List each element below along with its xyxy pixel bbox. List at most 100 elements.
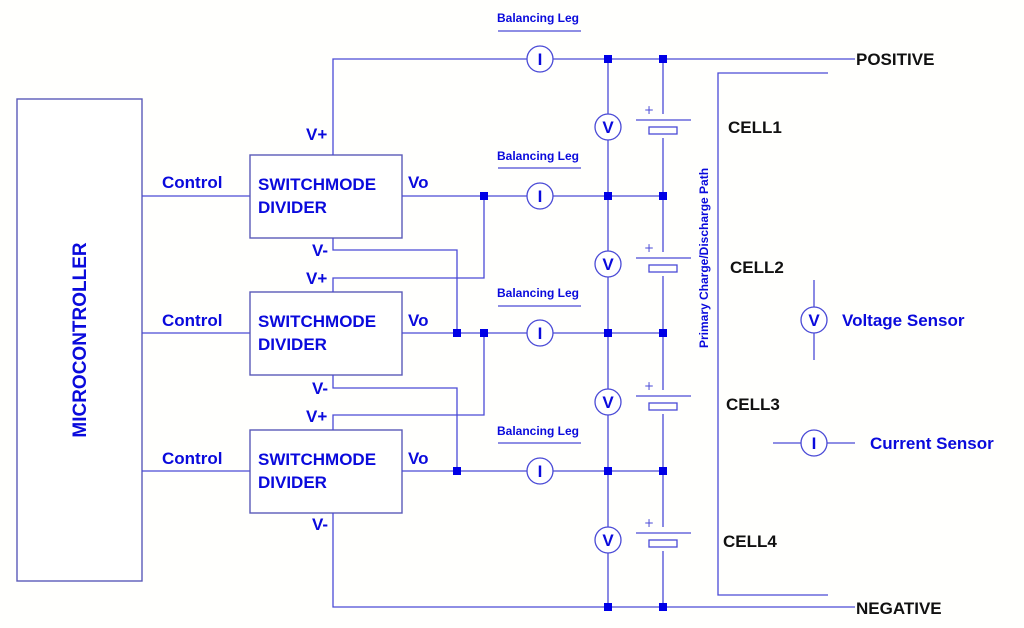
current-sensor-icon (800, 429, 828, 457)
current-meter-2: I (526, 182, 554, 210)
switchmode-divider-2: SWITCHMODE DIVIDER Control Vo V+ V- (162, 269, 428, 398)
junction-node (604, 55, 612, 63)
junction-node (659, 192, 667, 200)
voltage-meter-symbol: V (602, 531, 614, 550)
junction-nodes (453, 55, 667, 611)
control-label: Control (162, 173, 222, 192)
legend-current-sensor-label: Current Sensor (870, 434, 994, 453)
voltage-meter-4: V (594, 526, 622, 554)
voltage-meter-symbol: V (602, 255, 614, 274)
divider3-vminus-wire (332, 513, 855, 608)
voltage-meter-2: V (594, 250, 622, 278)
junction-node (604, 192, 612, 200)
voltage-meter-circle (594, 113, 622, 141)
cell-label-2: CELL2 (730, 258, 784, 277)
divider-title-line1: SWITCHMODE (258, 312, 376, 331)
divider2-vplus-wire (332, 196, 485, 292)
junction-node (659, 603, 667, 611)
divider-title-line1: SWITCHMODE (258, 450, 376, 469)
cell-negative-plate (648, 539, 678, 548)
legend-voltage-sensor-label: Voltage Sensor (842, 311, 965, 330)
battery-cell-1: + (636, 103, 691, 138)
junction-node (659, 55, 667, 63)
microcontroller-label: MICROCONTROLLER (70, 242, 91, 438)
divider-title-line2: DIVIDER (258, 198, 327, 217)
control-label: Control (162, 449, 222, 468)
current-meter-symbol: I (538, 324, 543, 343)
divider2-vminus-wire (332, 375, 458, 471)
current-meter-4: I (526, 457, 554, 485)
battery-cell-4: + (636, 516, 691, 551)
voltage-meter-symbol: V (602, 393, 614, 412)
current-meter-symbol: I (812, 434, 817, 453)
vminus-label: V- (312, 515, 328, 534)
vo-label: Vo (408, 311, 428, 330)
control-label: Control (162, 311, 222, 330)
current-meter-circle (526, 457, 554, 485)
voltage-meter-circle (594, 250, 622, 278)
legend-voltage-sensor: V Voltage Sensor (800, 280, 965, 360)
balancing-leg-label: Balancing Leg (497, 149, 579, 163)
cell-plus-sign: + (644, 516, 654, 530)
cell-negative-plate (648, 264, 678, 273)
current-meter-circle (526, 319, 554, 347)
junction-node (604, 467, 612, 475)
divider1-vplus-wire (332, 58, 527, 155)
balancing-leg-label: Balancing Leg (497, 286, 579, 300)
junction-node (604, 329, 612, 337)
positive-rail-label: POSITIVE (856, 50, 934, 69)
junction-node (659, 329, 667, 337)
junction-node (480, 192, 488, 200)
divider-box (249, 429, 403, 514)
balancing-leg-label: Balancing Leg (497, 424, 579, 438)
current-meter-symbol: I (538, 187, 543, 206)
primary-path-label: Primary Charge/Discharge Path (697, 168, 711, 348)
junction-node (480, 329, 488, 337)
vminus-label: V- (312, 241, 328, 260)
balancing-leg-labels: Balancing Leg Balancing Leg Balancing Le… (497, 11, 581, 444)
cell-plus-sign: + (644, 241, 654, 255)
vminus-label: V- (312, 379, 328, 398)
current-meter-circle (526, 182, 554, 210)
balancing-leg-label: Balancing Leg (497, 11, 579, 25)
voltage-meter-circle (594, 526, 622, 554)
legend-current-sensor: I Current Sensor (773, 429, 994, 457)
divider1-vminus-wire (332, 238, 458, 333)
voltage-meter-3: V (594, 388, 622, 416)
junction-node (453, 329, 461, 337)
divider-box (249, 291, 403, 376)
vplus-label: V+ (306, 407, 327, 426)
divider3-vplus-wire (332, 333, 485, 430)
cell-plus-sign: + (644, 103, 654, 117)
cell-label-4: CELL4 (723, 532, 777, 551)
cell-label-1: CELL1 (728, 118, 782, 137)
cell-negative-plate (648, 126, 678, 135)
junction-node (604, 603, 612, 611)
voltage-meter-1: V (594, 113, 622, 141)
switchmode-divider-3: SWITCHMODE DIVIDER Control Vo V+ V- (162, 407, 428, 534)
voltage-meter-circle (594, 388, 622, 416)
divider-title-line2: DIVIDER (258, 335, 327, 354)
primary-path-bracket (717, 72, 828, 596)
divider-title-line1: SWITCHMODE (258, 175, 376, 194)
junction-node (453, 467, 461, 475)
battery-cell-2: + (636, 241, 691, 276)
divider-box (249, 154, 403, 239)
divider-title-line2: DIVIDER (258, 473, 327, 492)
cell-negative-plate (648, 402, 678, 411)
switchmode-divider-1: SWITCHMODE DIVIDER Control Vo V+ V- (162, 125, 428, 260)
battery-cell-3: + (636, 379, 691, 414)
cell-label-3: CELL3 (726, 395, 780, 414)
vo-label: Vo (408, 173, 428, 192)
current-meter-3: I (526, 319, 554, 347)
vplus-label: V+ (306, 269, 327, 288)
current-meter-symbol: I (538, 462, 543, 481)
voltage-meter-symbol: V (602, 118, 614, 137)
junction-node (659, 467, 667, 475)
microcontroller-block (16, 98, 143, 582)
voltage-meter-symbol: V (808, 311, 820, 330)
current-meter-1: I (526, 45, 554, 73)
vo-label: Vo (408, 449, 428, 468)
